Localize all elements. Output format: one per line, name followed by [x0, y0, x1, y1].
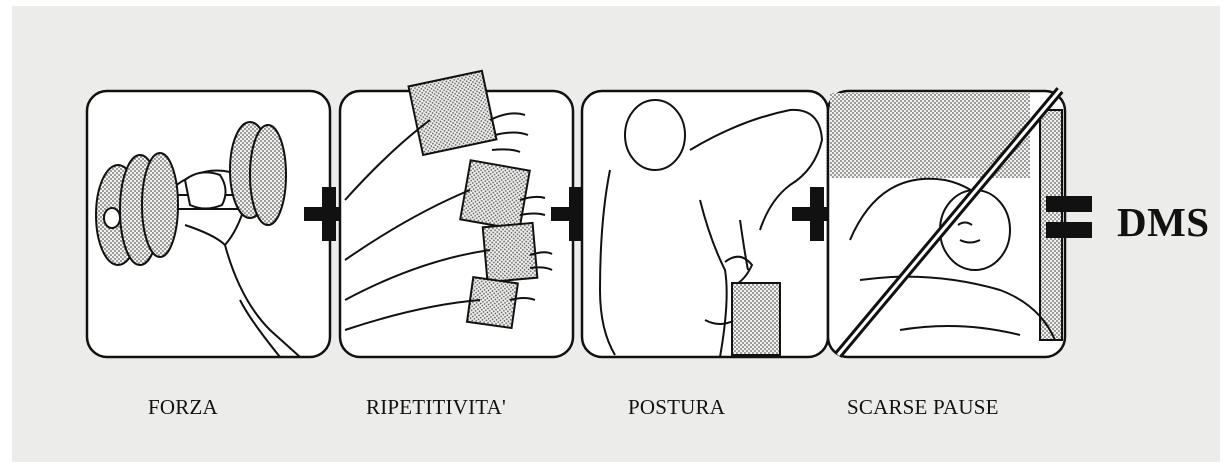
result-label-dms: DMS	[1117, 198, 1210, 246]
panel-scarse-pause	[828, 90, 1065, 357]
panel-ripetitivita	[340, 71, 573, 357]
label-ripetitivita: RIPETITIVITA'	[366, 395, 506, 420]
label-scarse-pause: SCARSE PAUSE	[847, 395, 999, 420]
label-forza: FORZA	[148, 395, 218, 420]
label-postura: POSTURA	[628, 395, 725, 420]
panel-forza	[87, 91, 330, 357]
panel-postura	[582, 91, 828, 357]
panel-postura-frame	[582, 91, 828, 357]
